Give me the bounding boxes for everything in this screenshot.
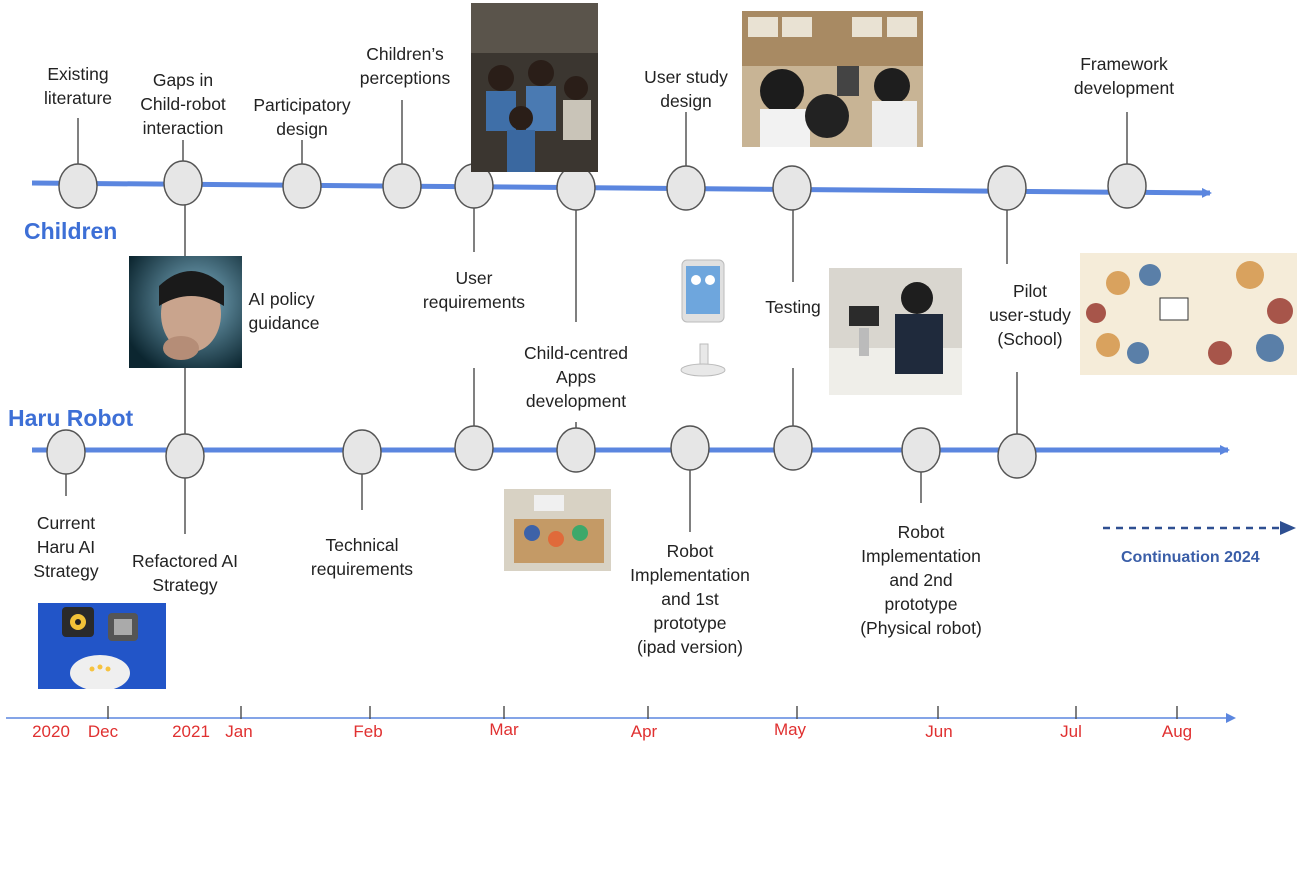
child-portrait-image bbox=[129, 256, 242, 368]
children-milestone-node bbox=[382, 163, 422, 209]
robot-milestone-node bbox=[901, 427, 941, 473]
milestone-robot-2nd-prototype: Robot Implementation and 2nd prototype (… bbox=[860, 522, 982, 638]
month-label-aug: Aug bbox=[1161, 722, 1193, 741]
testing-physical-robot-image bbox=[829, 268, 962, 395]
current-haru-robot-image bbox=[38, 603, 166, 689]
children-milestone-node bbox=[58, 163, 98, 209]
month-label-2020: 2020 bbox=[32, 722, 70, 741]
month-label-feb: Feb bbox=[353, 722, 383, 741]
classroom-children-image bbox=[471, 3, 598, 172]
milestone-testing: Testing bbox=[765, 297, 821, 317]
children-milestone-node bbox=[666, 165, 706, 211]
robot-milestone-node bbox=[556, 427, 596, 473]
milestone-ai-policy-guidance: AI policy guidance bbox=[248, 289, 320, 333]
month-label-2021: 2021 bbox=[172, 722, 210, 741]
milestone-childrens-perceptions: Children’s perceptions bbox=[359, 44, 451, 88]
milestone-current-haru-ai-strategy: Current Haru AI Strategy bbox=[33, 513, 99, 581]
lane-title-haru-robot: Haru Robot bbox=[8, 405, 134, 431]
children-milestone-node bbox=[282, 163, 322, 209]
children-milestone-node bbox=[556, 165, 596, 211]
month-label-mar: Mar bbox=[489, 720, 519, 739]
children-milestone-node bbox=[987, 165, 1027, 211]
robot-milestone-node bbox=[454, 425, 494, 471]
milestone-pilot-user-study: Pilot user-study (School) bbox=[989, 281, 1071, 349]
children-milestone-node bbox=[163, 160, 203, 206]
robot-milestone-node bbox=[46, 429, 86, 475]
month-label-jun: Jun bbox=[925, 722, 953, 741]
month-label-jul: Jul bbox=[1060, 722, 1082, 741]
milestone-refactored-ai-strategy: Refactored AI Strategy bbox=[131, 551, 239, 595]
month-label-may: May bbox=[773, 720, 807, 739]
milestone-participatory-design: Participatory design bbox=[253, 95, 351, 139]
milestone-existing-literature: Existing literature bbox=[43, 64, 113, 108]
month-label-apr: Apr bbox=[630, 722, 658, 741]
robot-milestone-node bbox=[997, 433, 1037, 479]
month-axis-arrowhead bbox=[1226, 713, 1236, 723]
children-milestone-node bbox=[772, 165, 812, 211]
month-label-dec: Dec bbox=[87, 722, 119, 741]
milestone-technical-requirements: Technical requirements bbox=[310, 535, 414, 579]
milestone-framework-development: Framework development bbox=[1073, 54, 1175, 98]
robot-milestone-node bbox=[165, 433, 205, 479]
child-centred-apps-image bbox=[504, 489, 611, 571]
user-study-image bbox=[742, 11, 923, 147]
children-milestone-node bbox=[1107, 163, 1147, 209]
robot-milestone-node bbox=[773, 425, 813, 471]
robot-milestone-node bbox=[342, 429, 382, 475]
robot-milestone-node bbox=[670, 425, 710, 471]
continuation-arrowhead bbox=[1280, 521, 1296, 535]
milestone-robot-1st-prototype: Robot Implementation and 1st prototype (… bbox=[630, 541, 750, 657]
milestone-gaps-child-robot: Gaps in Child-robot interaction bbox=[140, 70, 226, 138]
milestone-child-centred-apps: Child-centred Apps development bbox=[523, 343, 629, 411]
continuation-label: Continuation 2024 bbox=[1121, 549, 1260, 566]
children-track-arrow bbox=[31, 180, 1212, 198]
month-label-jan: Jan bbox=[225, 722, 253, 741]
milestone-user-study-design: User study design bbox=[644, 67, 728, 111]
framework-illustration-image bbox=[1080, 253, 1297, 375]
lane-title-children: Children bbox=[24, 218, 118, 244]
ipad-robot-prototype-image bbox=[680, 259, 726, 377]
milestone-user-requirements: User requirements bbox=[422, 268, 526, 312]
